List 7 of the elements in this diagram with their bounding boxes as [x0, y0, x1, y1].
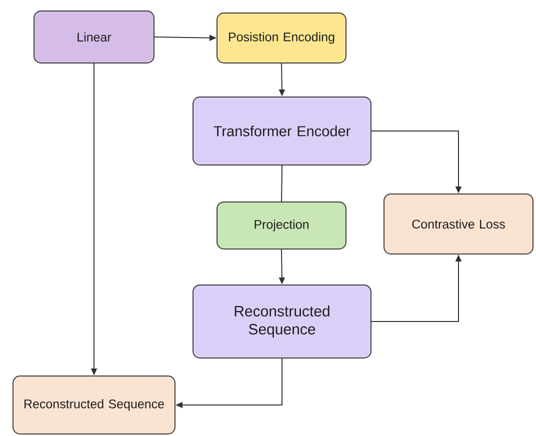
- process-box: Transformer Encoder: [192, 96, 372, 166]
- process-box: Posistion Encoding: [216, 12, 346, 64]
- process-box: Reconstructed Sequence: [12, 375, 176, 434]
- process-box: Reconstructed Sequence: [192, 284, 372, 358]
- process-box: Linear: [34, 10, 154, 64]
- process-box: Projection: [216, 202, 346, 250]
- process-box: Contrastive Loss: [384, 194, 534, 254]
